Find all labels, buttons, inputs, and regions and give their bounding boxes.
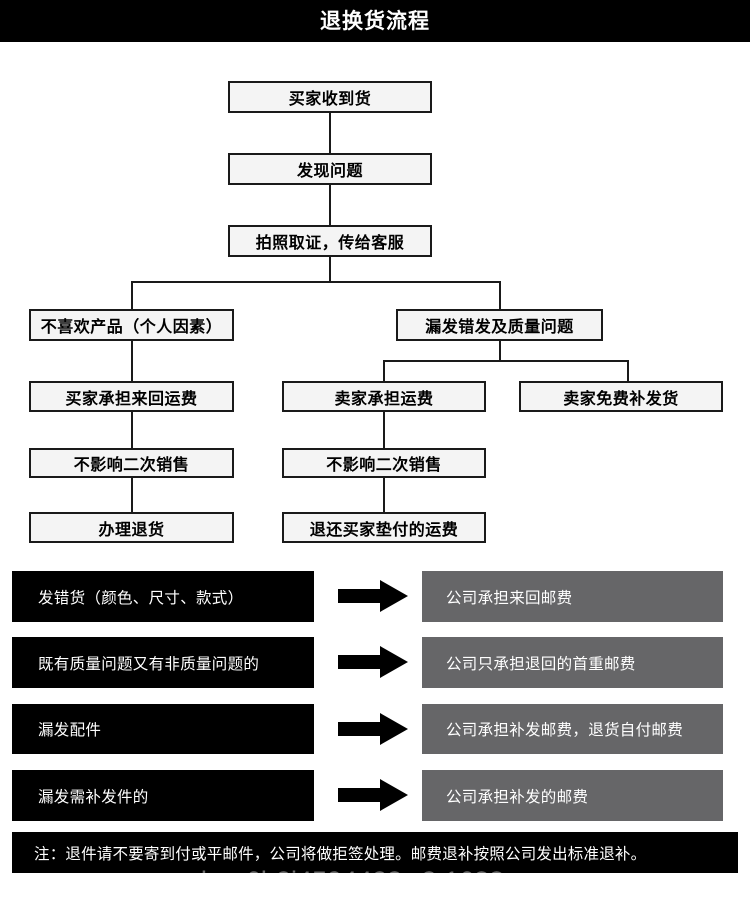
flow-node-label: 不影响二次销售: [326, 455, 442, 474]
footer-note-text: 注：退件请不要寄到付或平邮件，公司将做拒签处理。邮费退补按照公司发出标准退补。: [34, 844, 647, 863]
flow-node-photo-evidence[interactable]: 拍照取证，传给客服: [228, 225, 432, 257]
flow-node-label: 不影响二次销售: [73, 455, 190, 474]
flow-node-label: 买家收到货: [288, 89, 372, 108]
flow-node-label: 买家承担来回运费: [65, 388, 198, 408]
connector-split-to-dislike: [131, 281, 133, 309]
matrix-cause-4: 漏发需补发件的: [12, 770, 314, 821]
page-title: 退换货流程: [320, 9, 430, 33]
flow-node-label: 拍照取证，传给客服: [255, 233, 405, 252]
matrix-result-4: 公司承担补发的邮费: [422, 770, 723, 821]
page-title-bar: 退换货流程: [0, 0, 750, 42]
matrix-result-1: 公司承担来回邮费: [422, 571, 723, 622]
matrix-result-label: 公司承担补发邮费，退货自付邮费: [446, 721, 684, 739]
flow-node-resale-left[interactable]: 不影响二次销售: [29, 448, 234, 478]
connector-buyerpays-to-resale: [131, 412, 133, 448]
matrix-result-label: 公司承担来回邮费: [446, 588, 573, 607]
connector-split-to-quality: [499, 281, 501, 309]
flow-node-label: 漏发错发及质量问题: [425, 317, 574, 336]
matrix-cause-3: 漏发配件: [12, 704, 314, 754]
connector-photo-to-split: [329, 257, 331, 281]
right-arrow-icon: [338, 645, 408, 679]
right-arrow-icon: [338, 712, 408, 746]
matrix-result-label: 公司承担补发的邮费: [446, 787, 589, 806]
matrix-cause-2: 既有质量问题又有非质量问题的: [12, 637, 314, 688]
connector-dislike-to-buyerpays: [131, 341, 133, 381]
flow-node-label: 退还买家垫付的运费: [309, 519, 459, 539]
matrix-result-label: 公司只承担退回的首重邮费: [446, 654, 636, 673]
flow-node-seller-reship[interactable]: 卖家免费补发货: [519, 381, 723, 412]
matrix-cause-label: 漏发配件: [38, 721, 102, 739]
connector-quality-to-split: [499, 341, 501, 360]
flow-node-refund-freight[interactable]: 退还买家垫付的运费: [282, 512, 486, 543]
matrix-cause-label: 发错货（颜色、尺寸、款式）: [38, 588, 244, 607]
connector-problem-to-photo: [329, 185, 331, 225]
connector-resale-to-refund: [383, 478, 385, 512]
flow-node-seller-pays[interactable]: 卖家承担运费: [282, 381, 486, 412]
flow-node-found-problem[interactable]: 发现问题: [228, 153, 432, 185]
right-arrow-icon: [338, 579, 408, 613]
matrix-result-3: 公司承担补发邮费，退货自付邮费: [422, 704, 723, 754]
connector-split-to-sellerpays: [383, 360, 385, 381]
flow-node-label: 不喜欢产品（个人因素）: [40, 317, 223, 336]
footer-note-bar: 注：退件请不要寄到付或平邮件，公司将做拒签处理。邮费退补按照公司发出标准退补。: [12, 832, 738, 873]
connector-resale-to-return: [131, 478, 133, 512]
matrix-result-2: 公司只承担退回的首重邮费: [422, 637, 723, 688]
flow-node-label: 卖家承担运费: [334, 388, 434, 408]
flow-node-buyer-pays[interactable]: 买家承担来回运费: [29, 381, 234, 412]
matrix-cause-label: 既有质量问题又有非质量问题的: [38, 654, 260, 673]
flow-node-label: 卖家免费补发货: [563, 388, 679, 408]
flow-node-label: 办理退货: [98, 519, 165, 539]
flow-node-quality-issue[interactable]: 漏发错发及质量问题: [396, 309, 603, 341]
split-bar-top: [131, 281, 501, 283]
connector-received-to-problem: [329, 113, 331, 153]
flow-node-process-return[interactable]: 办理退货: [29, 512, 234, 543]
matrix-cause-1: 发错货（颜色、尺寸、款式）: [12, 571, 314, 622]
connector-split-to-reship: [627, 360, 629, 381]
connector-sellerpays-to-resale: [383, 412, 385, 448]
flow-node-resale-right[interactable]: 不影响二次销售: [282, 448, 486, 478]
flow-node-label: 发现问题: [296, 161, 363, 180]
right-arrow-icon: [338, 778, 408, 812]
flow-node-received[interactable]: 买家收到货: [228, 81, 432, 113]
flow-node-dislike[interactable]: 不喜欢产品（个人因素）: [29, 309, 234, 341]
matrix-cause-label: 漏发需补发件的: [38, 787, 149, 806]
split-bar-quality: [383, 360, 629, 362]
